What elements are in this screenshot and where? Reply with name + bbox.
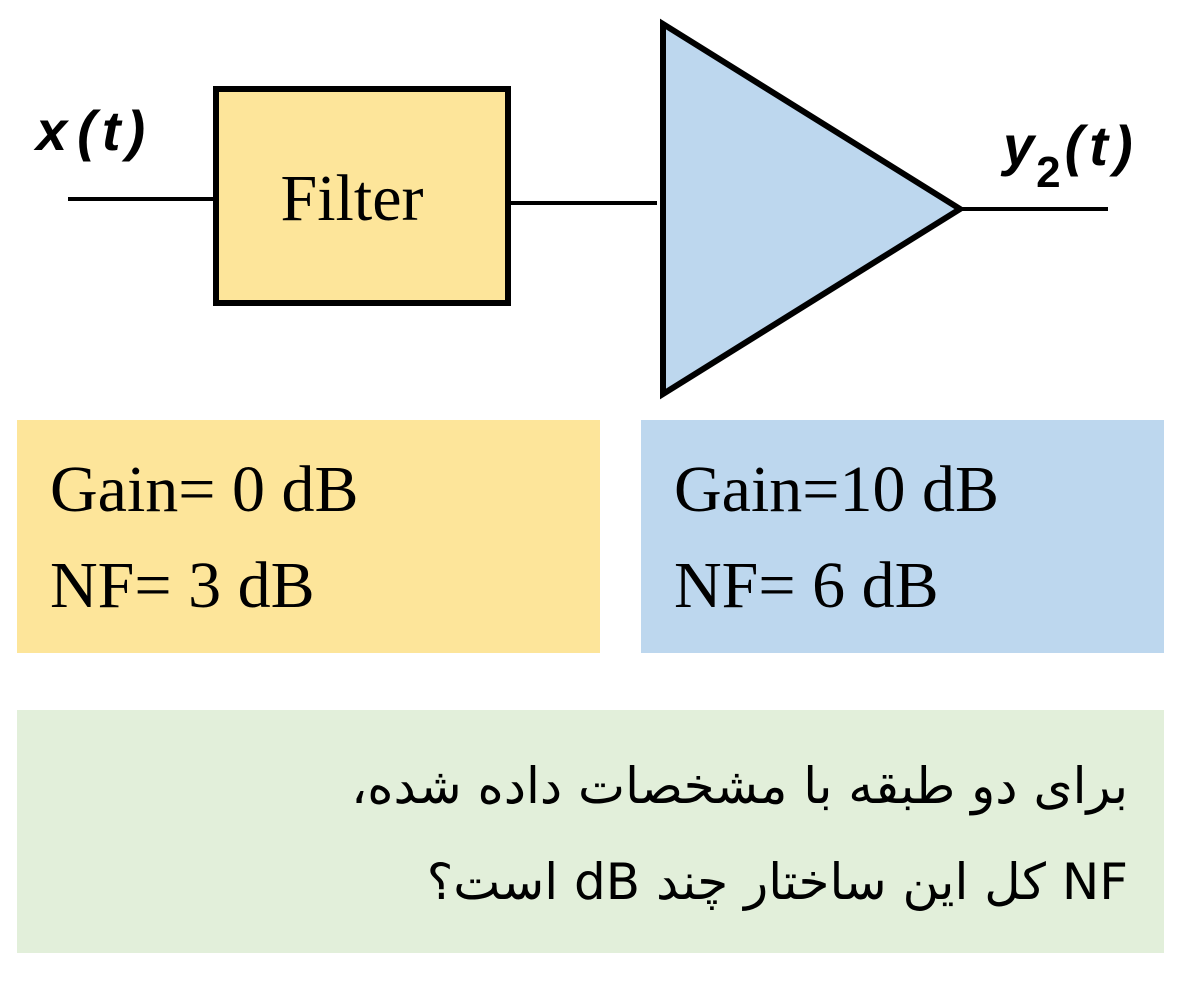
amplifier-nf: NF= 6 dB <box>674 549 939 622</box>
filter-gain: Gain= 0 dB <box>50 453 359 526</box>
input-signal-var: t <box>102 99 123 162</box>
block-diagram: Filter x(t) y2(t) <box>33 18 1133 400</box>
output-signal-label: y2(t) <box>1000 114 1133 197</box>
filter-specs-box: Gain= 0 dB NF= 3 dB <box>17 420 600 653</box>
amplifier-gain: Gain=10 dB <box>674 453 1000 526</box>
question-line-1: برای دو طبقه با مشخصات داده شده، <box>351 757 1128 815</box>
filter-block <box>213 86 511 306</box>
amplifier-specs-box: Gain=10 dB NF= 6 dB <box>641 420 1164 653</box>
output-signal-subscript: 2 <box>1036 148 1060 197</box>
output-signal-close-paren: ) <box>1109 114 1133 177</box>
question-line-2: NF کل این ساختار چند dB است؟ <box>426 853 1128 911</box>
output-signal-base: y <box>1000 114 1037 177</box>
input-signal-label: x(t) <box>33 99 145 162</box>
output-signal-open-paren: ( <box>1065 114 1089 177</box>
filter-label: Filter <box>281 162 424 235</box>
input-signal-base: x <box>33 99 70 162</box>
filter-nf: NF= 3 dB <box>50 549 315 622</box>
input-signal-close-paren: ) <box>121 99 145 162</box>
output-signal-var: t <box>1089 114 1110 177</box>
amplifier-triangle <box>660 18 966 400</box>
input-signal-open-paren: ( <box>77 99 101 162</box>
question-box: برای دو طبقه با مشخصات داده شده، NF کل ا… <box>17 710 1164 953</box>
